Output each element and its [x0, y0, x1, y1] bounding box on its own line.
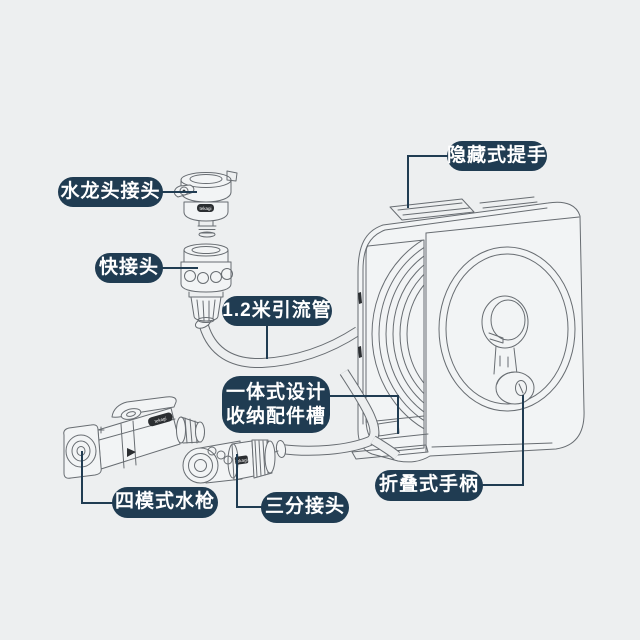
side-latch-bottom — [358, 346, 362, 358]
callout-label-text: 折叠式手柄 — [378, 474, 479, 496]
callout-label-storage-slot: 一体式设计 收纳配件槽 — [222, 376, 330, 433]
brand-badge: tekagi — [197, 204, 214, 212]
callout-label-text: 快接头 — [98, 256, 159, 278]
callout-label-three-way-connector: 三分接头 — [261, 492, 349, 523]
brand-badge-text: tekagi — [199, 206, 211, 211]
faucet-connector-drawing: tekagi — [173, 170, 238, 238]
brand-badge-text: tekagi — [154, 416, 167, 424]
callout-line-folding-handle — [482, 395, 524, 486]
hidden-handle-recess — [389, 196, 538, 221]
callout-line-three-way-connector — [236, 454, 262, 508]
callout-label-text: 1.2米引流管 — [222, 299, 332, 321]
callout-label-folding-handle: 折叠式手柄 — [375, 470, 483, 501]
callout-line-hidden-handle — [407, 155, 448, 208]
callout-line-spray-gun — [81, 451, 113, 504]
callout-label-text-line1: 一体式设计 — [225, 381, 326, 403]
outlet-hose-drawing — [275, 369, 401, 460]
callout-label-text: 三分接头 — [264, 496, 345, 518]
callout-lines — [81, 155, 524, 508]
callout-label-spray-gun: 四模式水枪 — [112, 487, 218, 518]
three-way-connector-drawing: tekagi — [182, 439, 279, 484]
folding-crank — [493, 345, 535, 405]
callout-label-text: 水龙头接头 — [60, 180, 161, 202]
center-hole — [481, 295, 529, 349]
callout-label-inlet-hose: 1.2米引流管 — [222, 296, 332, 326]
callout-line-storage-slot — [329, 395, 399, 434]
hose-reel-box — [351, 196, 585, 463]
brand-badge: tekagi — [148, 412, 173, 427]
callout-label-hidden-handle: 隐藏式提手 — [447, 141, 547, 171]
coiled-hose-window — [358, 239, 425, 452]
callout-label-text: 四模式水枪 — [114, 491, 215, 513]
callout-label-text: 隐藏式提手 — [447, 144, 548, 166]
brand-badge: tekagi — [234, 455, 249, 465]
quick-connector-drawing — [180, 243, 233, 323]
gun-rear-connector — [176, 416, 205, 444]
callout-label-faucet-connector: 水龙头接头 — [58, 177, 163, 207]
callout-label-quick-connector: 快接头 — [95, 253, 163, 283]
side-latch-top — [358, 292, 362, 304]
brand-badge-text: tekagi — [235, 457, 248, 464]
callout-label-text-line2: 收纳配件槽 — [225, 405, 326, 427]
